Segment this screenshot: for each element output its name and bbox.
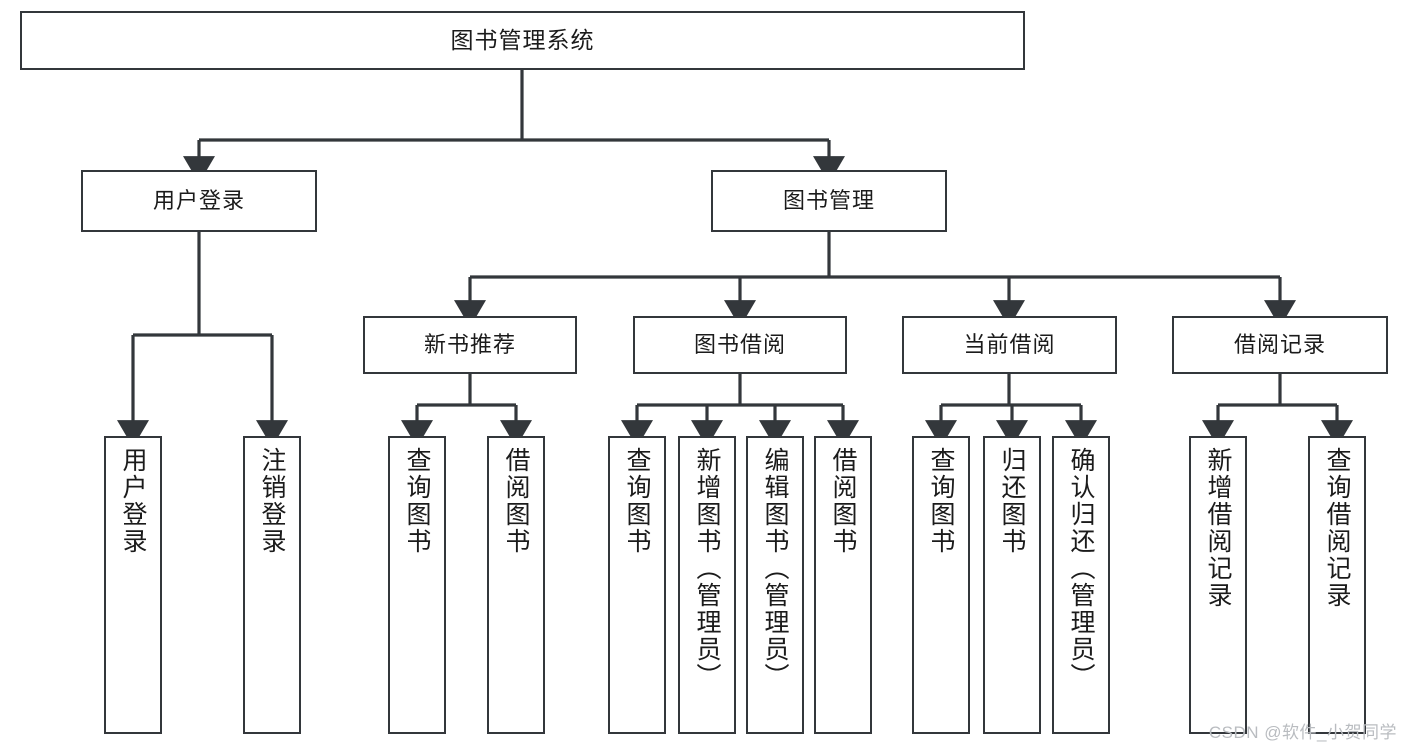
node-leaf-edit-book[interactable]: 编辑图书（管理员） (746, 436, 804, 734)
node-new-book-rec[interactable]: 新书推荐 (363, 316, 577, 374)
node-label: 用户登录 (152, 188, 245, 214)
node-leaf-query-book-cb[interactable]: 查询图书 (912, 436, 970, 734)
node-leaf-user-login[interactable]: 用户登录 (104, 436, 162, 734)
node-label: 借阅图书 (829, 447, 857, 555)
node-label: 图书管理系统 (450, 26, 595, 53)
node-leaf-return-book[interactable]: 归还图书 (983, 436, 1041, 734)
node-label: 图书借阅 (693, 332, 786, 358)
node-leaf-query-borrow-rec[interactable]: 查询借阅记录 (1308, 436, 1366, 734)
node-label: 新增图书（管理员） (693, 447, 721, 690)
node-leaf-query-book-bb[interactable]: 查询图书 (608, 436, 666, 734)
node-label: 确认归还（管理员） (1067, 447, 1095, 690)
node-label: 查询借阅记录 (1323, 447, 1351, 609)
node-user-login[interactable]: 用户登录 (81, 170, 317, 232)
node-leaf-logout[interactable]: 注销登录 (243, 436, 301, 734)
node-book-borrow[interactable]: 图书借阅 (633, 316, 847, 374)
node-label: 归还图书 (998, 447, 1026, 555)
node-label: 借阅图书 (502, 447, 530, 555)
node-label: 当前借阅 (963, 332, 1056, 358)
node-borrow-record[interactable]: 借阅记录 (1172, 316, 1388, 374)
node-root-book-management-system[interactable]: 图书管理系统 (20, 11, 1025, 70)
node-label: 用户登录 (119, 447, 147, 555)
node-leaf-borrow-book-rec[interactable]: 借阅图书 (487, 436, 545, 734)
node-leaf-add-book[interactable]: 新增图书（管理员） (678, 436, 736, 734)
node-leaf-confirm-return[interactable]: 确认归还（管理员） (1052, 436, 1110, 734)
node-label: 编辑图书（管理员） (761, 447, 789, 690)
node-label: 查询图书 (403, 447, 431, 555)
node-current-borrow[interactable]: 当前借阅 (902, 316, 1117, 374)
node-label: 查询图书 (927, 447, 955, 555)
node-leaf-add-borrow-rec[interactable]: 新增借阅记录 (1189, 436, 1247, 734)
node-book-manage[interactable]: 图书管理 (711, 170, 947, 232)
node-label: 借阅记录 (1233, 332, 1326, 358)
node-label: 图书管理 (782, 188, 875, 214)
node-label: 新书推荐 (423, 332, 516, 358)
csdn-watermark: CSDN @软件_小贺同学 (1208, 723, 1397, 742)
node-label: 查询图书 (623, 447, 651, 555)
node-label: 注销登录 (258, 447, 286, 555)
node-label: 新增借阅记录 (1204, 447, 1232, 609)
node-leaf-borrow-book-bb[interactable]: 借阅图书 (814, 436, 872, 734)
node-leaf-query-book-rec[interactable]: 查询图书 (388, 436, 446, 734)
